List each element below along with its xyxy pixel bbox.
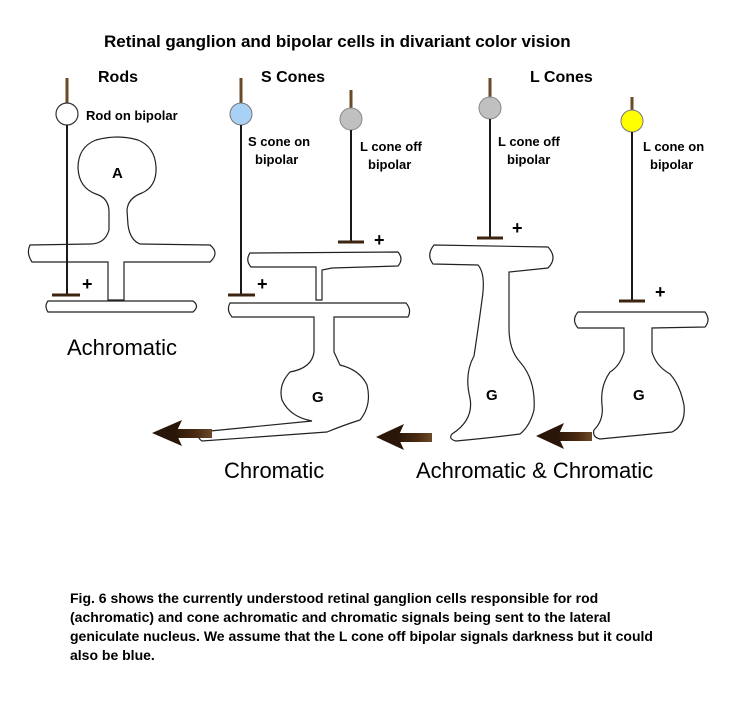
figure-caption: Fig. 6 shows the currently understood re… — [70, 590, 653, 663]
label-l-cone-off-b-line1: L cone off — [498, 134, 560, 149]
output-label-achromatic-chromatic: Achromatic & Chromatic — [416, 458, 654, 483]
label-l-cone-off-b-line2: bipolar — [507, 152, 551, 167]
rod-pathway — [27, 78, 216, 313]
label-l-cone-on-line2: bipolar — [650, 157, 694, 172]
arrow-chromatic-output — [376, 424, 432, 450]
off-ganglion-cell — [429, 244, 554, 442]
output-arrows — [152, 420, 592, 450]
label-s-cone-on-line1: S cone on — [248, 134, 311, 149]
synapse-sign-rod: + — [82, 274, 93, 294]
ganglion-label-chromatic: G — [312, 389, 324, 406]
chromatic-ganglion-cell — [197, 251, 411, 442]
diagram-title: Retinal ganglion and bipolar cells in di… — [104, 32, 571, 51]
label-l-cone-on-line1: L cone on — [643, 139, 705, 154]
amacrine-cell — [27, 136, 216, 301]
s-cone-pathway — [197, 78, 411, 442]
l-cone-pathway — [429, 78, 709, 442]
label-rod-on-bipolar: Rod on bipolar — [86, 108, 178, 123]
ganglion-label-off: G — [486, 387, 498, 404]
on-ganglion-cell — [573, 311, 709, 440]
synapse-sign-l-on: + — [655, 282, 666, 302]
ganglion-label-on: G — [633, 387, 645, 404]
l-cone-off-photoreceptor-1 — [339, 107, 363, 131]
label-l-cone-off-a-line1: L cone off — [360, 139, 422, 154]
synapse-sign-l-off-a: + — [374, 230, 385, 250]
s-cone-photoreceptor — [229, 102, 253, 126]
synapse-sign-l-off-b: + — [512, 218, 523, 238]
l-cone-on-photoreceptor — [620, 109, 644, 133]
column-heading-s-cones: S Cones — [261, 69, 326, 86]
synapse-sign-s-cone: + — [257, 274, 268, 294]
rod-ganglion-dendrite — [45, 300, 198, 313]
amacrine-label: A — [112, 165, 123, 182]
column-heading-rods: Rods — [98, 69, 138, 86]
label-s-cone-on-line2: bipolar — [255, 152, 299, 167]
rod-photoreceptor — [55, 102, 79, 126]
column-heading-l-cones: L Cones — [530, 69, 593, 86]
output-label-achromatic: Achromatic — [67, 335, 178, 360]
arrow-both-output — [536, 423, 592, 449]
output-label-chromatic: Chromatic — [224, 458, 325, 483]
l-cone-off-photoreceptor-2 — [478, 96, 502, 120]
arrow-achromatic-output — [152, 420, 212, 446]
label-l-cone-off-a-line2: bipolar — [368, 157, 412, 172]
